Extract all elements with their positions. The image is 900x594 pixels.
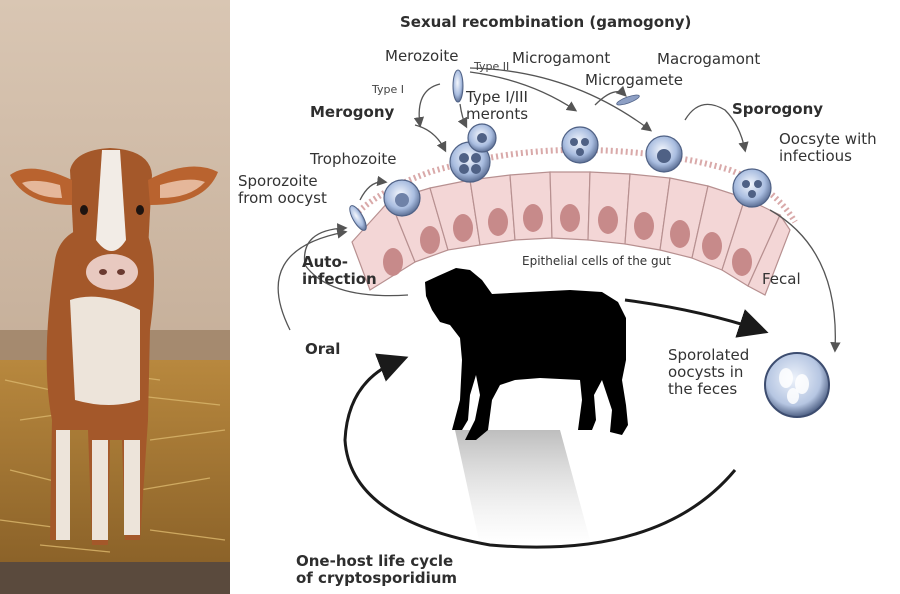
title-label: Sexual recombination (gamogony): [400, 13, 692, 31]
wooden-board: [0, 562, 230, 594]
merozoite-label: Merozoite: [385, 47, 459, 65]
macrogamont-stage: [645, 135, 683, 173]
merogony-label: Merogony: [310, 103, 395, 121]
epithelial-label: Epithelial cells of the gut: [522, 254, 671, 268]
merozoite-stage: [452, 69, 464, 103]
stage-arrows: [359, 67, 841, 353]
oocyste-label: Oocsyte with infectious: [779, 130, 877, 165]
type-two-label: Type II: [474, 60, 510, 73]
diagram-graphics: [277, 67, 841, 549]
microgamont-stage: [561, 126, 599, 164]
trophozoite-stage: [383, 179, 421, 217]
calf-shadow: [455, 430, 590, 545]
one-host-label: One-host life cycle of cryptosporidium: [296, 552, 458, 587]
macrogamont-label: Macrogamont: [657, 50, 761, 68]
microgamete-stage: [616, 94, 640, 106]
calf-photo: [0, 0, 230, 594]
oral-label: Oral: [305, 340, 341, 358]
sporolated-label: Sporolated oocysts in the feces: [668, 346, 750, 398]
sporogony-label: Sporogony: [732, 100, 824, 118]
sporulated-oocyst: [764, 352, 830, 418]
type-two-meront-stage: [467, 123, 497, 153]
calf-photo-illustration: [0, 0, 230, 594]
calf: [10, 148, 218, 545]
trophozoite-label: Trophozoite: [310, 150, 397, 168]
microgamont-label: Microgamont: [512, 49, 611, 67]
cycle-arrows: [343, 298, 769, 549]
type-one-label: Type I: [372, 83, 405, 96]
cell-nuclei: [383, 204, 752, 276]
fecal-label: Fecal: [762, 270, 801, 288]
infection-arrows: [277, 223, 409, 331]
sporozoite-stage: [349, 205, 367, 231]
meronts-label: Type I/III meronts: [466, 88, 529, 123]
auto-infection-label: Auto- infection: [302, 253, 377, 288]
life-cycle-diagram: Sexual recombination (gamogony) Merozoit…: [230, 0, 900, 594]
microgamete-label: Microgamete: [585, 71, 684, 89]
calf-silhouette: [425, 268, 628, 440]
sporozoite-label: Sporozoite from oocyst: [238, 172, 327, 207]
oocyst-in-gut-stage: [732, 168, 772, 208]
